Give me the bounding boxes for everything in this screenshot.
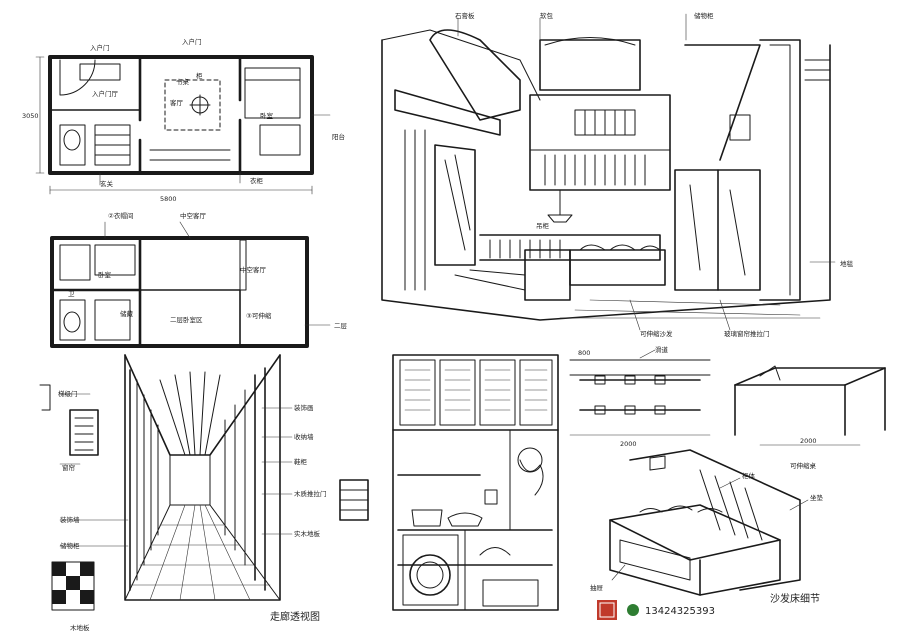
sofa-label-drawer: 抽屉 <box>590 583 604 592</box>
plan2-label-loft: 二层卧室区 <box>170 315 203 324</box>
plan1-label-entry-door: 入户门 <box>90 43 110 52</box>
plan1-label-foyer: 玄关 <box>100 179 114 188</box>
detail-dim-rail-long: 2000 <box>620 440 637 448</box>
plan1-label-living: 客厅 <box>170 98 184 107</box>
plan2-label-storage: 储藏 <box>120 309 134 318</box>
corridor-label-curtain: 窗帘 <box>62 463 76 472</box>
plan1-dim-width: 5800 <box>160 195 177 203</box>
retractable-table-detail: 2000 可伸缩桌 <box>734 365 886 470</box>
detail-label-table: 可伸缩桌 <box>790 461 817 470</box>
corridor-label-storage-wall: 收纳墙 <box>294 432 314 441</box>
floor-plan-ground: 入户门 入户门厅 客厅 卧室 玄关 阳台 入户门 衣柜 书桌 柜 5800 30… <box>22 37 345 203</box>
persp-label-upholstery: 软包 <box>540 11 554 20</box>
detail-label-rail: 滑道 <box>655 345 669 354</box>
wechat-icon <box>627 604 639 616</box>
plan2-label-void-top: 中空客厅 <box>180 211 207 220</box>
persp-label-sofa: 可伸缩沙发 <box>640 329 673 338</box>
plan2-label-cloakroom: ②衣帽间 <box>108 211 133 220</box>
persp-label-gypsum: 石膏板 <box>455 11 475 20</box>
plan1-label-door-top: 入户门 <box>182 37 202 46</box>
corridor-label-floor: 木地板 <box>70 623 90 632</box>
plan1-label-balcony: 阳台 <box>332 132 345 141</box>
plan2-tag: 二层 <box>334 322 348 330</box>
sofa-label-body: 柜体 <box>742 471 756 480</box>
plan2-label-bedroom: 卧室 <box>98 270 112 279</box>
corridor-label-wood-slide-door: 木质推拉门 <box>294 489 327 498</box>
floor-plan-upper: ②衣帽间 中空客厅 卧室 中空客厅 二层卧室区 ③可伸缩 储藏 卫 二层 <box>50 211 348 348</box>
corridor-caption: 走廊透视图 <box>270 610 320 623</box>
plan1-label-desk: 书桌 <box>176 77 190 86</box>
corridor-label-shoe-cabinet: 鞋柜 <box>294 457 308 466</box>
persp-label-storage: 储物柜 <box>694 11 714 20</box>
interior-perspective: 石膏板 软包 储物柜 吊柜 可伸缩沙发 玻璃窗帘推拉门 地毯 <box>381 11 854 338</box>
plan1-label-cabinet: 柜 <box>196 71 203 80</box>
sofa-caption: 沙发床细节 <box>770 592 820 605</box>
corridor-label-wood-floor: 实木地板 <box>294 529 321 538</box>
plan2-label-void: 中空客厅 <box>240 265 267 274</box>
detail-dim-rail-short: 800 <box>578 349 590 357</box>
corridor-label-storage: 储物柜 <box>60 541 80 550</box>
persp-label-glass-door: 玻璃窗帘推拉门 <box>724 329 770 338</box>
persp-label-hanging-cabinet: 吊柜 <box>536 221 550 230</box>
plan1-dim-depth: 3050 <box>22 112 39 120</box>
plan1-label-entry-hall: 入户门厅 <box>92 89 119 98</box>
persp-label-carpet: 地毯 <box>840 259 854 268</box>
signature-block: 13424325393 <box>597 600 715 620</box>
slide-rail-detail: 滑道 800 2000 <box>569 345 711 448</box>
artist-seal-icon <box>597 600 617 620</box>
plan2-label-wc: 卫 <box>68 290 75 298</box>
plan2-label-retractable: ③可伸缩 <box>246 311 272 320</box>
contact-number: 13424325393 <box>645 606 715 617</box>
corridor-label-feature-wall: 装饰墙 <box>60 515 80 524</box>
plan1-label-bedroom: 卧室 <box>260 111 274 120</box>
cabinet-elevation <box>392 354 559 611</box>
corridor-label-painting: 装饰画 <box>294 403 314 412</box>
corridor-perspective: 梯级门 装饰画 收纳墙 鞋柜 木质推拉门 实木地板 窗帘 装饰墙 储物柜 木地板… <box>39 354 369 632</box>
sofa-bed-detail: 柜体 坐垫 抽屉 沙发床细节 <box>590 449 824 605</box>
corridor-label-step-door: 梯级门 <box>58 389 78 398</box>
detail-dim-table: 2000 <box>800 437 817 445</box>
plan1-label-wardrobe: 衣柜 <box>250 176 264 185</box>
sofa-label-cushion: 坐垫 <box>810 493 824 502</box>
